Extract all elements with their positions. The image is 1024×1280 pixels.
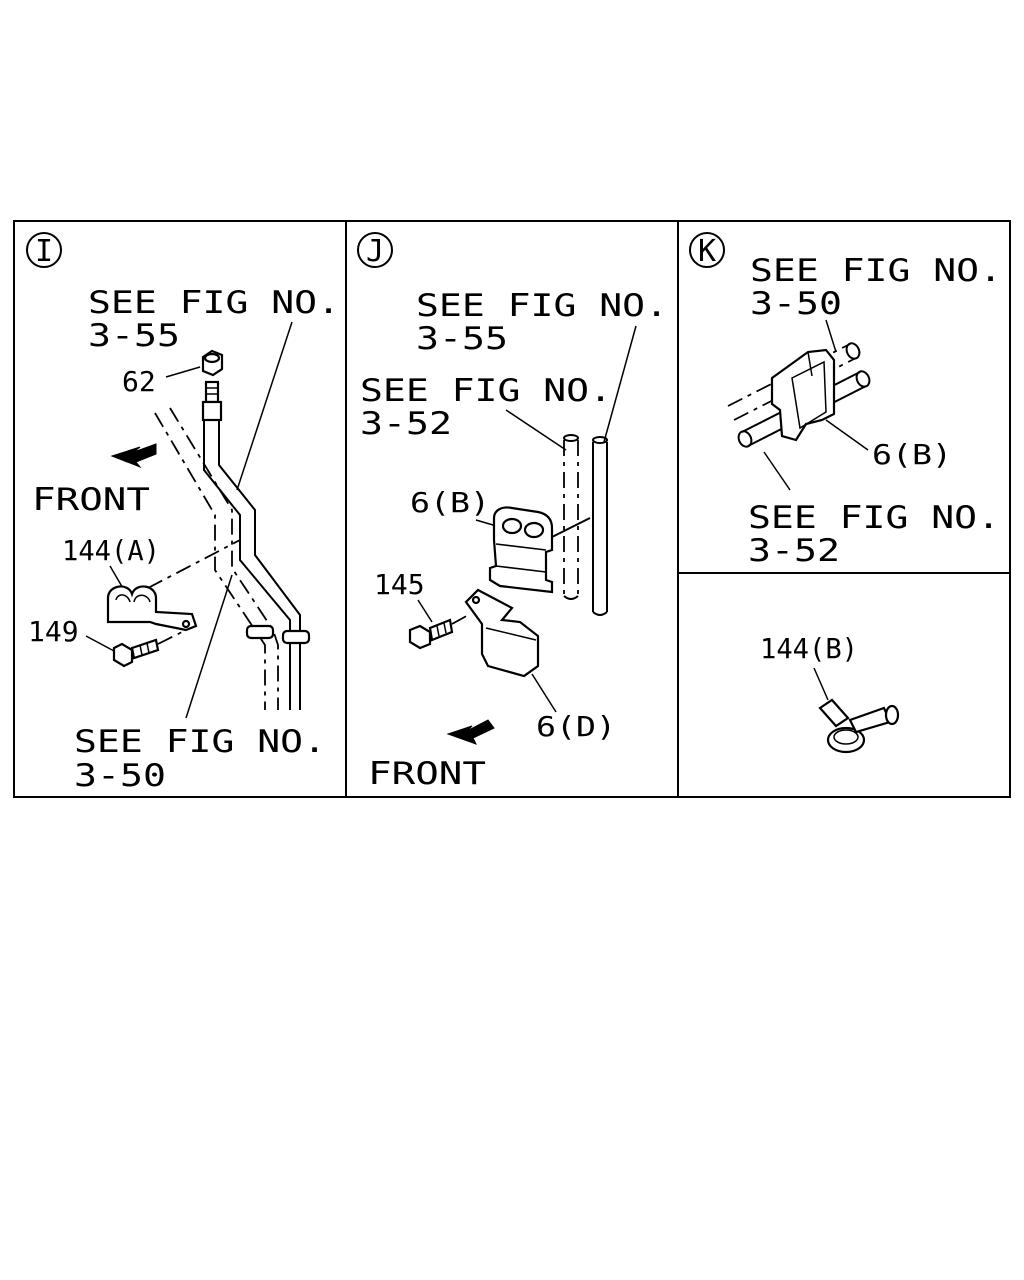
leader-line [825, 319, 837, 353]
pipe-clamp [464, 588, 540, 678]
leader-line [813, 667, 829, 701]
see-fig-label: SEE FIG NO. [750, 253, 1002, 289]
front-arrow-icon [110, 443, 157, 469]
leader-line [545, 517, 591, 541]
part-number-62: 62 [122, 365, 156, 398]
bolt [408, 613, 471, 650]
see-fig-label: SEE FIG NO. [748, 500, 1000, 536]
see-fig-number: 3-50 [74, 758, 166, 794]
leader-line [505, 409, 567, 451]
bolt [112, 629, 187, 668]
leader-line [825, 419, 869, 451]
pipe-clamp [106, 585, 198, 632]
panel-i-letter: I [35, 234, 53, 269]
panel-k-marker: K [689, 232, 725, 269]
hose-clamp [818, 698, 900, 754]
brake-pipe [169, 407, 279, 710]
brake-pipe [154, 412, 266, 710]
panel-k-letter: K [698, 234, 716, 269]
pipe-grommet [488, 506, 554, 594]
leader-line [417, 599, 433, 623]
part-number-145: 145 [374, 568, 425, 601]
panel-i-marker: I [26, 232, 62, 269]
leader-line [85, 635, 115, 652]
see-fig-number: 3-50 [750, 286, 842, 322]
panel-k: K SEE FIG NO. 3-50 6(B) SEE FIG NO. 3-52 [689, 232, 1002, 569]
pipe-grommet [770, 348, 836, 442]
part-number-6d: 6(D) [536, 710, 616, 743]
diagram-frame [13, 220, 1011, 798]
see-fig-label: SEE FIG NO. [88, 285, 340, 321]
see-fig-number: 3-55 [416, 321, 508, 357]
panel-j-letter: J [366, 234, 384, 269]
see-fig-number: 3-52 [360, 406, 452, 442]
leader-line [165, 366, 201, 378]
see-fig-number: 3-55 [88, 318, 180, 354]
part-number-6b: 6(B) [872, 438, 952, 471]
leader-line [236, 321, 293, 491]
panel-hose-clamp: 144(B) [760, 632, 900, 754]
flare-nut [201, 349, 224, 377]
part-number-6b: 6(B) [410, 486, 490, 519]
front-label: FRONT [368, 756, 486, 792]
pipe-fitting [201, 380, 223, 422]
see-fig-label: SEE FIG NO. [74, 724, 326, 760]
part-number-144b: 144(B) [760, 632, 858, 665]
brake-pipe [563, 434, 579, 600]
brake-pipe [592, 436, 608, 616]
panel-j: J SEE FIG NO. 3-55 SEE FIG NO. 3-52 6(B) [357, 232, 668, 792]
part-number-144a: 144(A) [62, 534, 160, 567]
leader-line [531, 673, 557, 713]
part-number-149: 149 [28, 615, 79, 648]
leader-line [185, 574, 233, 719]
front-arrow-icon [446, 719, 495, 745]
leader-line [147, 539, 241, 589]
pipe-clip [245, 624, 311, 645]
leader-line [763, 451, 791, 491]
see-fig-label: SEE FIG NO. [416, 288, 668, 324]
front-label: FRONT [32, 482, 150, 518]
see-fig-number: 3-52 [748, 533, 840, 569]
panel-i: I SEE FIG NO. 3-55 62 [26, 232, 340, 794]
see-fig-label: SEE FIG NO. [360, 373, 612, 409]
leader-line [603, 325, 637, 443]
panel-j-marker: J [357, 232, 393, 269]
